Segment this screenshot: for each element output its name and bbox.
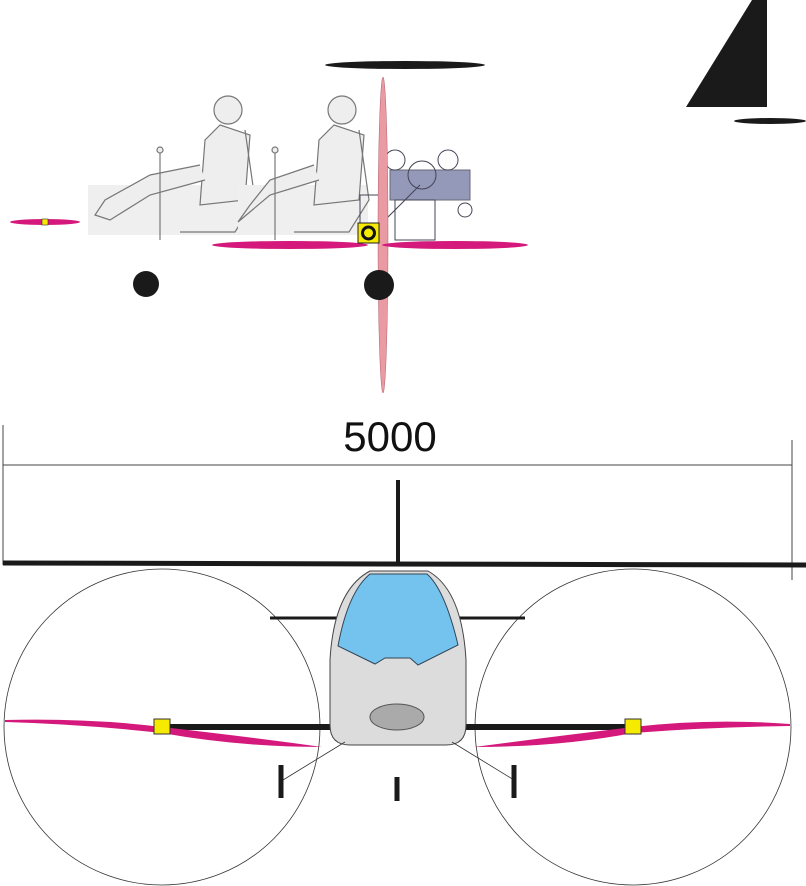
right-propeller (474, 721, 790, 747)
side-propeller-blade-right (382, 241, 528, 249)
air-intake (369, 703, 425, 731)
canopy (337, 573, 459, 666)
main-wing (2, 560, 806, 568)
pilot-seat-front (237, 95, 370, 240)
side-view (10, 0, 806, 394)
side-propeller-blade-left (212, 241, 368, 249)
main-wheel (364, 270, 394, 300)
top-wing-section (325, 61, 485, 69)
tail-stabilizer (734, 118, 806, 124)
wingspan-dimension-label: 5000 (343, 413, 437, 460)
tail-fin (686, 0, 767, 107)
left-propeller (5, 719, 322, 747)
gear-strut-right (451, 741, 515, 781)
pilot-seat-rear (88, 95, 256, 240)
gear-strut-left (282, 741, 346, 781)
front-view (2, 425, 806, 886)
side-hub-ring (361, 225, 376, 241)
small-propeller-hub (41, 218, 49, 226)
right-motor-hub (624, 718, 642, 735)
left-motor-hub (153, 718, 171, 735)
rear-wheel (133, 271, 159, 297)
engine-drawing (359, 149, 473, 241)
